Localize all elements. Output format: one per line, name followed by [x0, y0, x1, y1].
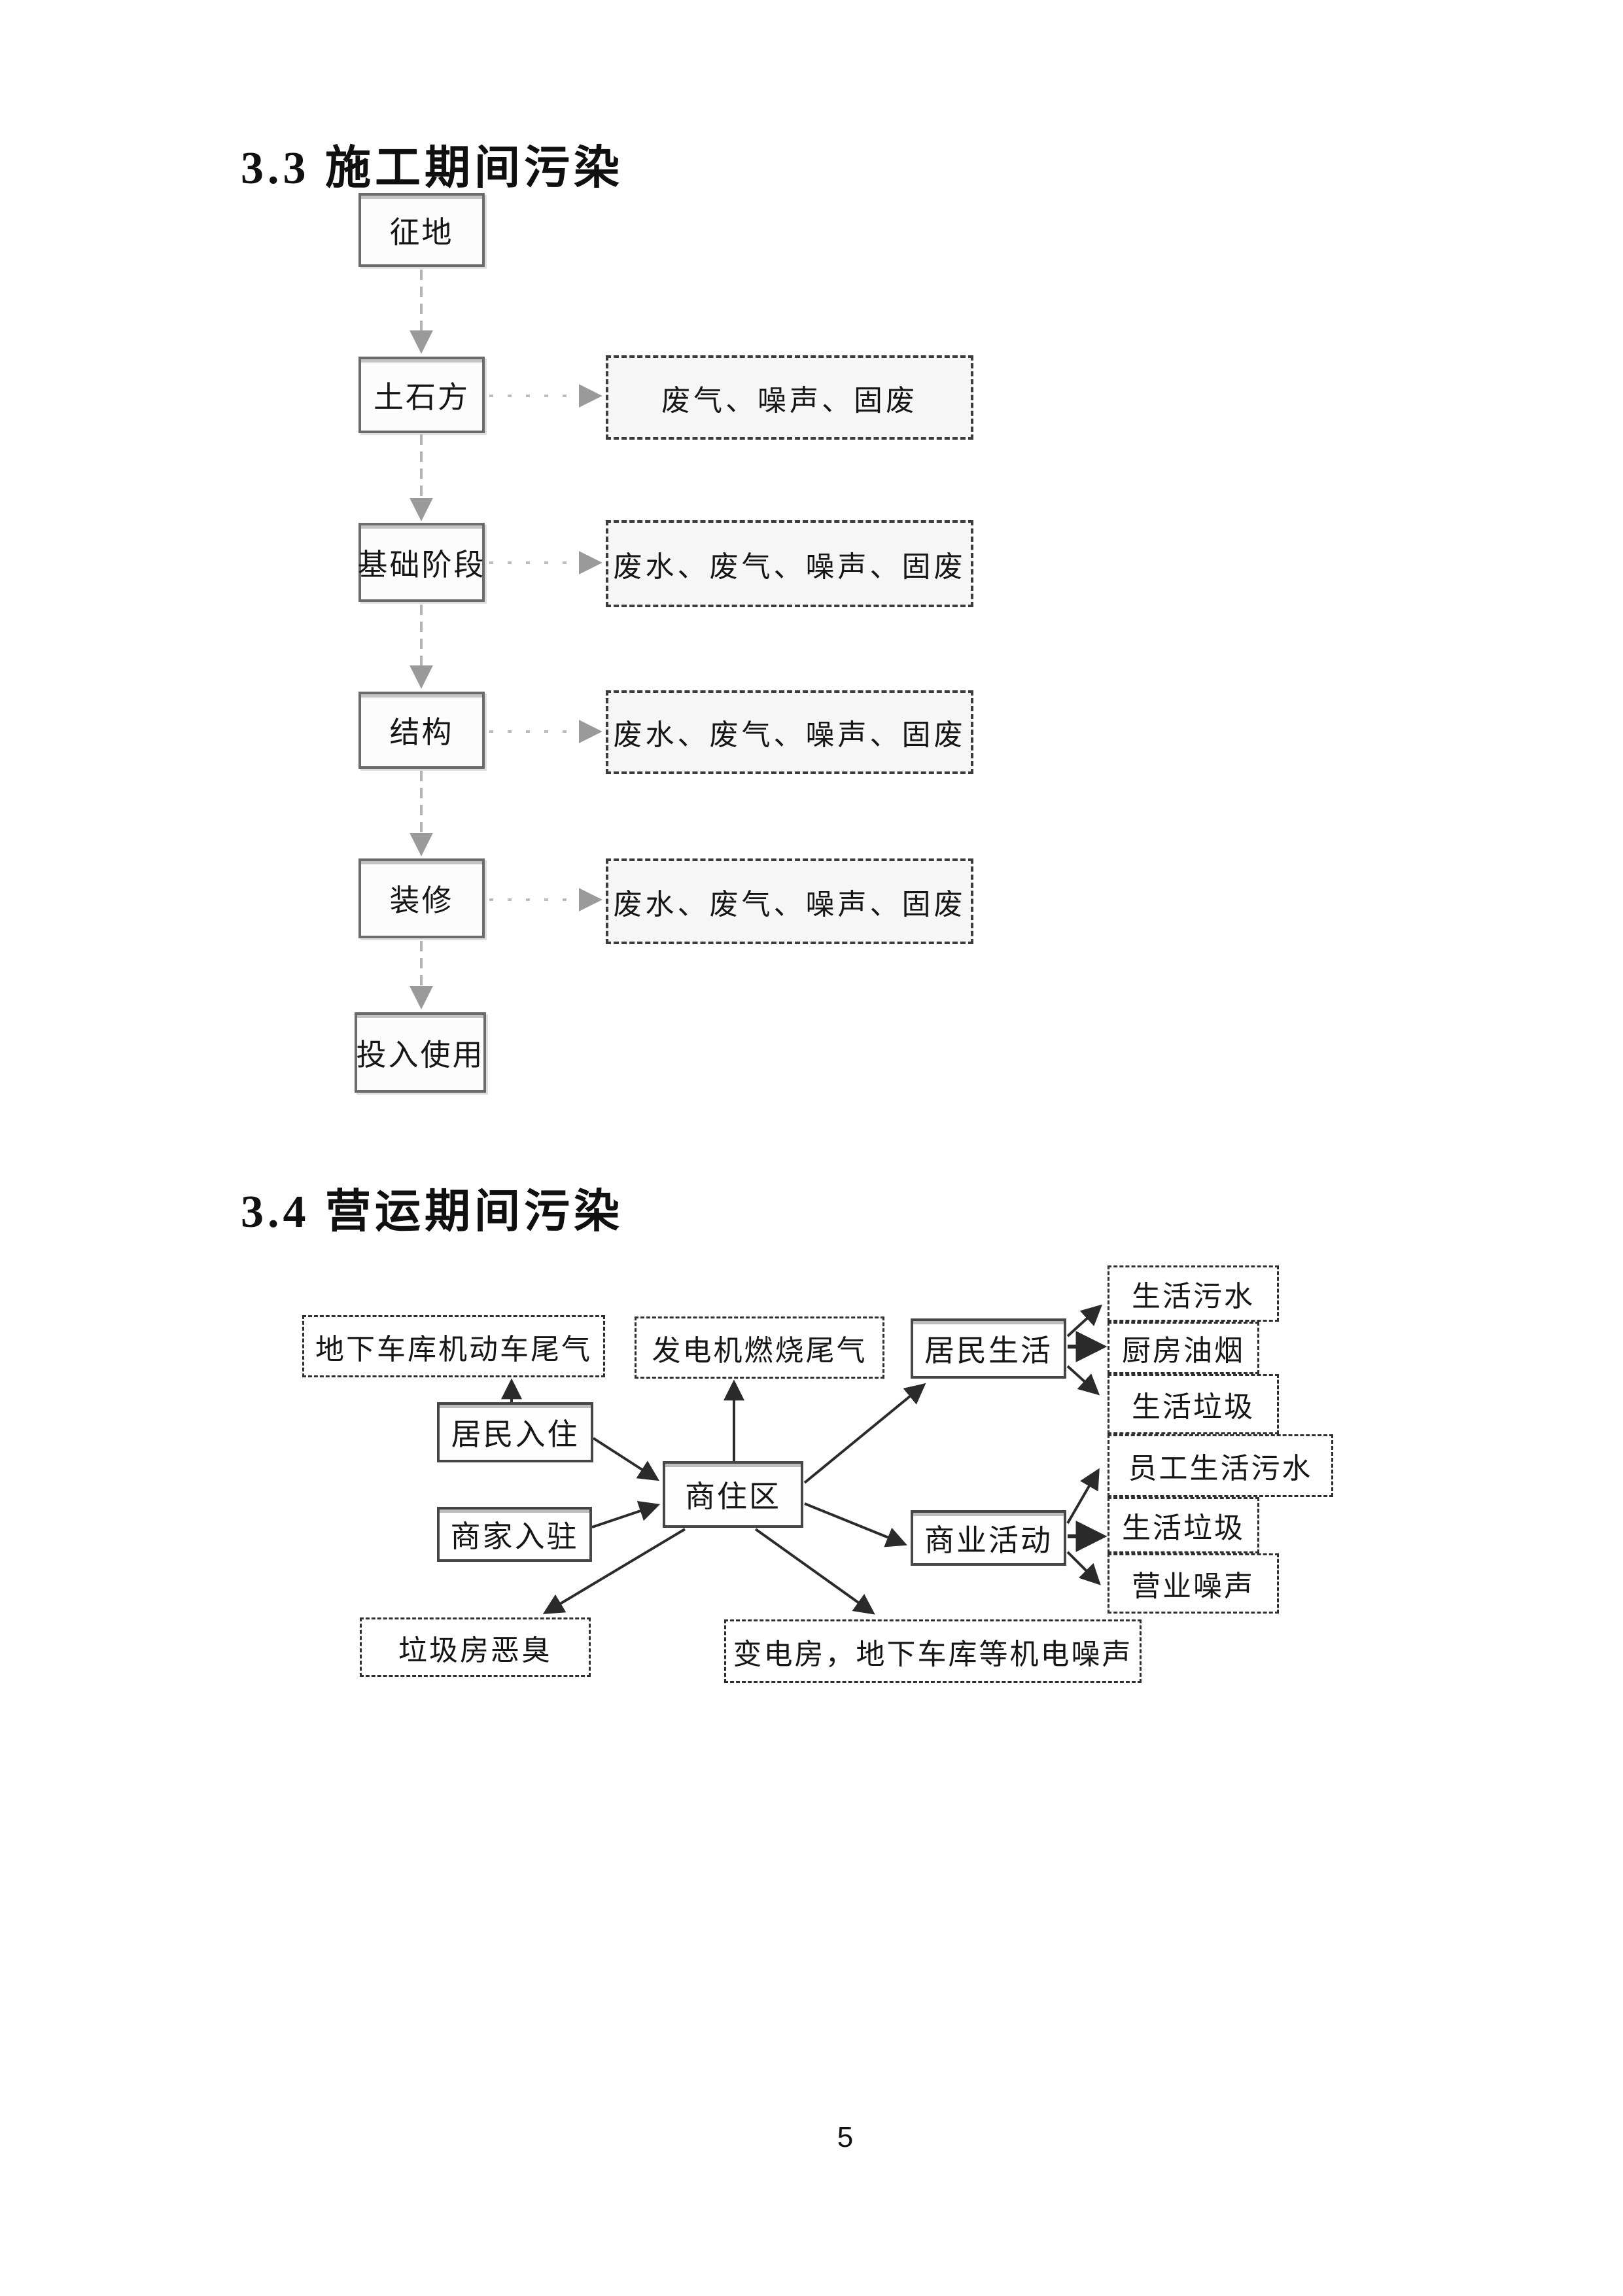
- node-commercial-activity: 商业活动: [911, 1510, 1066, 1566]
- emission-box-structure: 废水、废气、噪声、固废: [606, 690, 973, 774]
- arrow-commercial-to-business-noise: [1066, 1551, 1101, 1585]
- node-mixed-district: 商住区: [663, 1461, 803, 1528]
- node-garage-exhaust: 地下车库机动车尾气: [302, 1315, 605, 1377]
- section-3-4-title: 3.4 营运期间污染: [241, 1187, 623, 1237]
- emission-box-decoration: 废水、废气、噪声、固废: [606, 858, 973, 944]
- arrow-residents-to-district: [592, 1437, 660, 1481]
- flow-stage-decoration: 装修: [358, 858, 485, 938]
- node-domestic-garbage-residents: 生活垃圾: [1108, 1374, 1279, 1434]
- arrow-district-to-resident-life: [803, 1383, 926, 1484]
- node-merchants-movein: 商家入驻: [437, 1507, 592, 1562]
- flow-stage-foundation: 基础阶段: [358, 523, 485, 602]
- node-mech-noise: 变电房，地下车库等机电噪声: [724, 1619, 1142, 1683]
- node-generator-exhaust: 发电机燃烧尾气: [635, 1316, 884, 1379]
- arrow-commercial-to-staff-sewage: [1066, 1468, 1100, 1525]
- flow-stage-land-acquisition: 征地: [358, 193, 485, 267]
- arrow-life-to-sewage: [1066, 1304, 1103, 1337]
- arrow-merchants-to-district: [591, 1500, 661, 1528]
- node-resident-life: 居民生活: [911, 1318, 1066, 1379]
- arrow-life-to-garbage: [1066, 1365, 1100, 1396]
- flow-stage-earthwork: 土石方: [358, 357, 485, 433]
- node-residents-movein: 居民入住: [437, 1402, 593, 1462]
- flow-stage-structure: 结构: [358, 692, 485, 769]
- section-3-3-title: 3.3 施工期间污染: [241, 143, 623, 194]
- arrow-district-to-mech-noise: [754, 1528, 875, 1615]
- node-domestic-sewage: 生活污水: [1108, 1265, 1279, 1322]
- page-number: 5: [837, 2121, 854, 2153]
- node-staff-sewage: 员工生活污水: [1108, 1434, 1333, 1497]
- node-kitchen-fume: 厨房油烟: [1108, 1322, 1259, 1374]
- emission-box-foundation: 废水、废气、噪声、固废: [606, 520, 973, 607]
- emission-box-earthwork: 废气、噪声、固废: [606, 355, 973, 440]
- flow-stage-put-into-use: 投入使用: [355, 1012, 486, 1093]
- arrow-district-to-commercial: [804, 1502, 907, 1547]
- node-business-noise: 营业噪声: [1108, 1553, 1279, 1614]
- node-garbage-odor: 垃圾房恶臭: [360, 1617, 591, 1677]
- node-domestic-garbage-business: 生活垃圾: [1108, 1497, 1259, 1553]
